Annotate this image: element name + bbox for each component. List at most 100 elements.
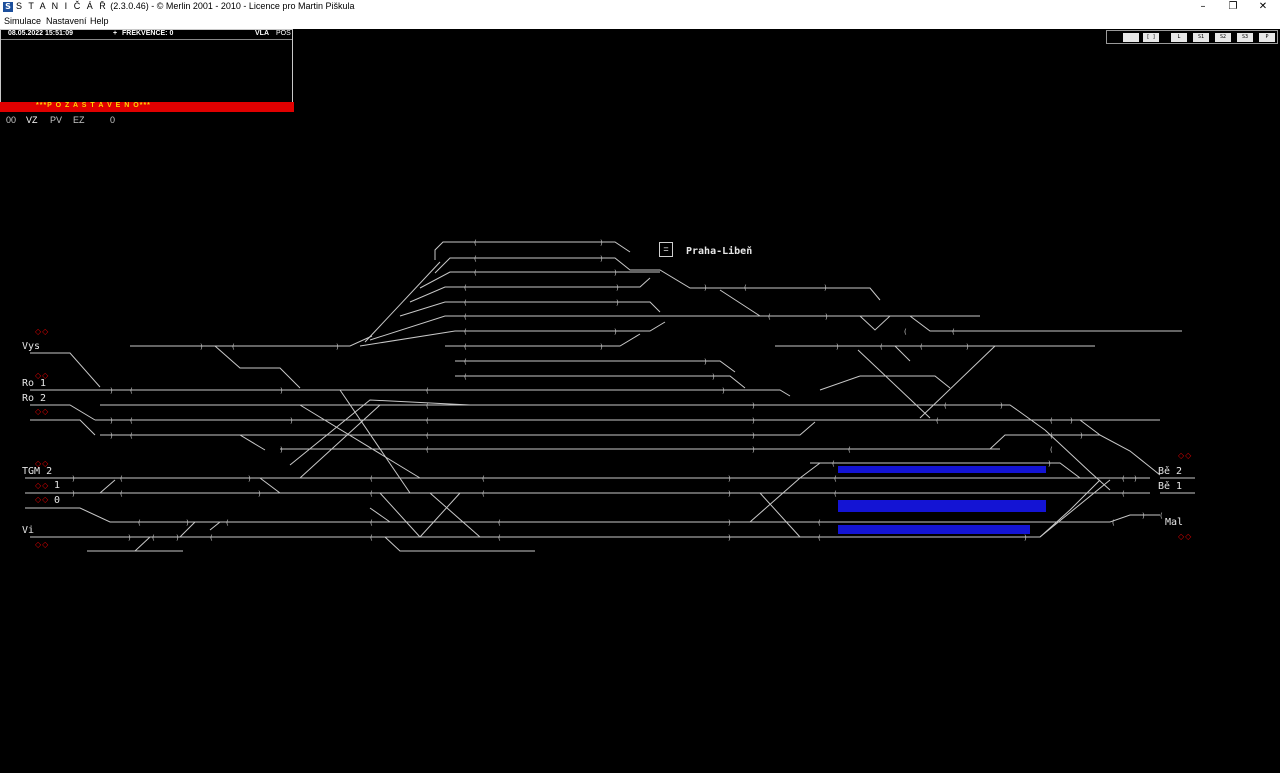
svg-text:(: ( — [130, 417, 133, 425]
signal-icon[interactable]: ◇◇ — [35, 540, 50, 549]
vla-toggle[interactable]: VLA — [255, 30, 269, 37]
svg-text:(: ( — [370, 475, 373, 483]
menu-help[interactable]: Help — [90, 16, 109, 26]
signal-icon[interactable]: ◇◇ — [35, 481, 50, 490]
svg-text:(: ( — [138, 519, 141, 527]
svg-text:(: ( — [936, 417, 939, 425]
svg-text:(: ( — [464, 284, 467, 292]
svg-text:): ) — [258, 490, 261, 498]
svg-text:(: ( — [944, 402, 947, 410]
toolbar-button-l[interactable]: L — [1171, 33, 1187, 42]
svg-text:): ) — [752, 446, 755, 454]
minimize-button[interactable]: – — [1200, 1, 1206, 12]
svg-text:(: ( — [152, 534, 155, 542]
svg-text:): ) — [248, 475, 251, 483]
svg-text:): ) — [1134, 475, 1137, 483]
svg-text:): ) — [336, 343, 339, 351]
svg-text:(: ( — [370, 490, 373, 498]
svg-text:(: ( — [426, 387, 429, 395]
svg-text:(: ( — [464, 328, 467, 336]
line-label-mal: Mal — [1165, 517, 1184, 528]
toolbar-button-s1[interactable]: S1 — [1193, 33, 1209, 42]
maximize-button[interactable]: ❐ — [1228, 1, 1238, 12]
svg-text:(: ( — [464, 343, 467, 351]
signal-icon[interactable]: ◇◇ — [35, 327, 50, 336]
occupied-track-1[interactable] — [838, 466, 1046, 473]
svg-text:(: ( — [120, 490, 123, 498]
svg-text:(: ( — [474, 239, 477, 247]
svg-text:): ) — [200, 343, 203, 351]
pos-toggle[interactable]: POS — [276, 30, 291, 37]
svg-text:(: ( — [904, 328, 907, 336]
signal-icon[interactable]: ◇◇ — [1178, 451, 1193, 460]
svg-text:): ) — [72, 475, 75, 483]
svg-text:): ) — [728, 534, 731, 542]
svg-text:): ) — [290, 417, 293, 425]
signal-icon[interactable]: ◇◇ — [1178, 532, 1193, 541]
station-icon[interactable]: = — [659, 242, 673, 257]
svg-text:): ) — [128, 534, 131, 542]
toolbar-button-s2[interactable]: S2 — [1215, 33, 1231, 42]
signal-icon[interactable]: ◇◇ — [35, 459, 50, 468]
svg-text:): ) — [1080, 432, 1083, 440]
svg-text:(: ( — [130, 387, 133, 395]
occupied-track-3[interactable] — [838, 525, 1030, 534]
svg-text:): ) — [728, 490, 731, 498]
svg-text:): ) — [712, 373, 715, 381]
svg-text:(: ( — [370, 519, 373, 527]
svg-text:(: ( — [818, 519, 821, 527]
svg-text:(: ( — [848, 446, 851, 454]
menu-bar: Simulace Nastavení Help — [0, 15, 1280, 29]
status-panel: 08.05.2022 15:51:09 + FREKVENCE: 0 VLA P… — [0, 29, 293, 112]
svg-text:(: ( — [226, 519, 229, 527]
svg-text:(: ( — [120, 475, 123, 483]
toolbar-button-p[interactable]: P — [1259, 33, 1275, 42]
svg-text:): ) — [72, 490, 75, 498]
svg-text:(: ( — [370, 534, 373, 542]
line-label-1: 1 — [54, 480, 61, 491]
svg-text:): ) — [1142, 512, 1145, 520]
svg-text:): ) — [752, 432, 755, 440]
svg-text:(: ( — [474, 255, 477, 263]
frequency-readout: FREKVENCE: 0 — [122, 30, 174, 37]
svg-text:): ) — [110, 417, 113, 425]
toolbar-button-blank[interactable] — [1123, 33, 1139, 42]
svg-text:): ) — [186, 519, 189, 527]
close-button[interactable]: ✕ — [1258, 1, 1268, 12]
toolbar-button-frame[interactable]: [ ] — [1143, 33, 1159, 42]
app-icon[interactable]: S — [3, 2, 13, 12]
svg-text:(: ( — [464, 358, 467, 366]
svg-text:(: ( — [1122, 475, 1125, 483]
svg-text:): ) — [614, 328, 617, 336]
svg-text:(: ( — [210, 534, 213, 542]
svg-text:): ) — [704, 358, 707, 366]
svg-text:(: ( — [834, 475, 837, 483]
signal-icon[interactable]: ◇◇ — [35, 495, 50, 504]
svg-text:): ) — [1070, 417, 1073, 425]
svg-text:): ) — [616, 284, 619, 292]
sim-datetime: 08.05.2022 15:51:09 — [8, 30, 73, 37]
svg-text:(: ( — [426, 417, 429, 425]
toolbar-button-s3[interactable]: S3 — [1237, 33, 1253, 42]
occupied-track-2[interactable] — [838, 500, 1046, 512]
menu-nastaveni[interactable]: Nastavení — [46, 16, 87, 26]
view-toolbar: [ ] L S1 S2 S3 P — [1106, 30, 1278, 44]
line-label-vys: Vys — [22, 341, 41, 352]
svg-text:): ) — [176, 534, 179, 542]
line-label-be2: Bě 2 — [1158, 466, 1183, 477]
counter-pv[interactable]: PV — [50, 115, 63, 125]
svg-text:(: ( — [426, 432, 429, 440]
plus-sign: + — [113, 30, 118, 37]
window-title: S T A N I Č Á Ř (2.3.0.46) - © Merlin 20… — [16, 1, 354, 11]
counter-vz[interactable]: VZ — [26, 115, 38, 125]
counter-ez[interactable]: EZ — [73, 115, 85, 125]
signal-icon[interactable]: ◇◇ — [35, 371, 50, 380]
signal-icon[interactable]: ◇◇ — [35, 407, 50, 416]
svg-text:): ) — [614, 269, 617, 277]
menu-simulace[interactable]: Simulace — [4, 16, 42, 26]
svg-text:(: ( — [920, 343, 923, 351]
svg-text:(: ( — [232, 343, 235, 351]
svg-text:(: ( — [482, 475, 485, 483]
line-label-tgm2: TGM 2 — [22, 466, 53, 477]
